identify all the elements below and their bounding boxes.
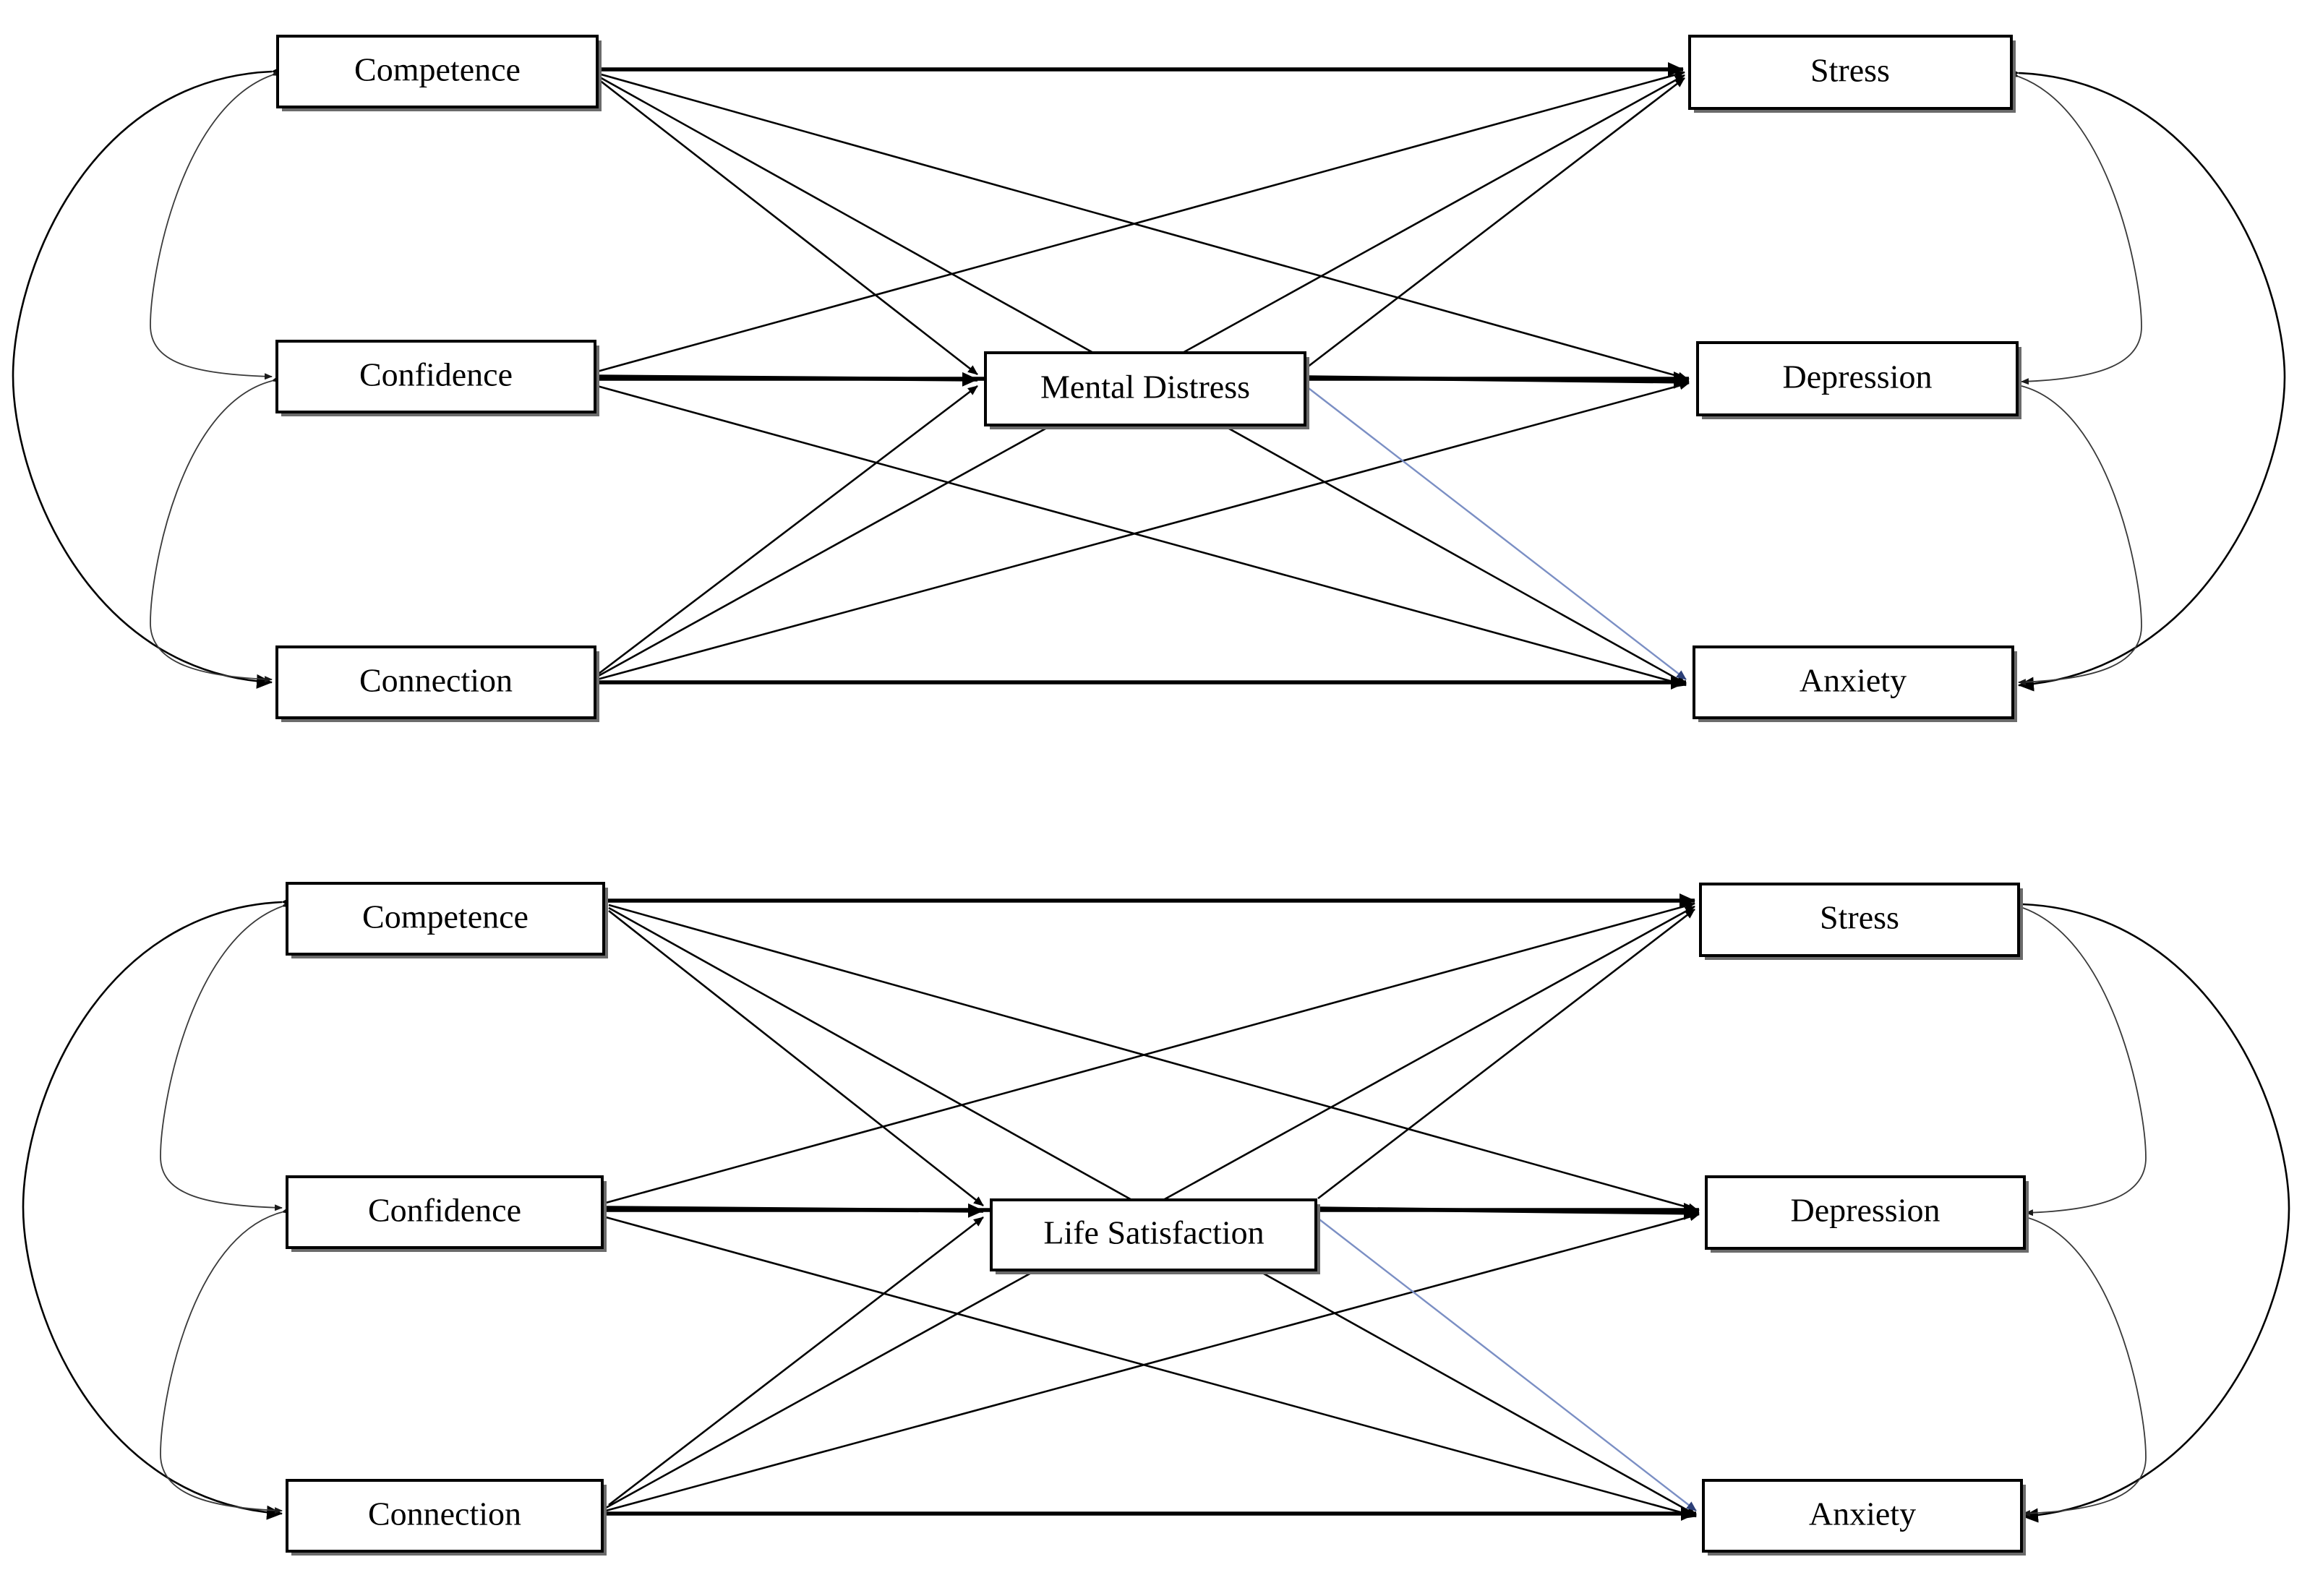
path-confidence-anxiety xyxy=(605,1216,1697,1519)
covariance-confidence-connection xyxy=(150,376,280,683)
path-competence-mediator xyxy=(608,909,984,1207)
node-depression[interactable]: Depression xyxy=(1705,1175,2029,1253)
path-connection-mediator xyxy=(608,1216,984,1506)
node-stress[interactable]: Stress xyxy=(1699,883,2023,960)
node-competence-label: Competence xyxy=(354,51,521,88)
node-anxiety-label: Anxiety xyxy=(1809,1496,1916,1532)
node-depression-label: Depression xyxy=(1783,359,1933,395)
covariance-competence-confidence xyxy=(160,901,290,1211)
covariance-stress-depression xyxy=(2011,71,2142,385)
panel-life-satisfaction: Competence Confidence Connection Life Sa… xyxy=(0,830,2302,1596)
path-confidence-anxiety xyxy=(596,385,1687,687)
node-confidence[interactable]: Confidence xyxy=(275,340,599,416)
covariance-depression-anxiety xyxy=(2014,381,2142,686)
node-depression[interactable]: Depression xyxy=(1696,341,2021,419)
node-confidence-box[interactable] xyxy=(286,1175,604,1249)
node-confidence-box[interactable] xyxy=(275,340,596,413)
node-stress-box[interactable] xyxy=(1688,35,2013,110)
path-connection-depression xyxy=(605,1212,1700,1512)
covariance-curves-right xyxy=(2007,896,2290,1523)
path-connection-depression xyxy=(596,381,1690,681)
path-competence-depression xyxy=(598,72,1688,381)
covariance-curves-left xyxy=(12,64,288,689)
path-mediator-stress xyxy=(1317,908,1695,1200)
path-confidence-stress xyxy=(596,70,1685,373)
panel-mental-distress: Competence Confidence Connection Mental … xyxy=(0,0,2302,766)
node-anxiety[interactable]: Anxiety xyxy=(1702,1479,2026,1556)
mediated-paths xyxy=(605,908,1700,1511)
panel-life-satisfaction-svg: Competence Confidence Connection Life Sa… xyxy=(22,882,2290,1556)
path-mediator-anxiety xyxy=(1305,385,1687,680)
path-mediator-stress xyxy=(1306,77,1685,369)
node-mental-distress-label: Mental Distress xyxy=(1040,369,1250,406)
node-connection-box[interactable] xyxy=(286,1479,604,1553)
node-competence-label: Competence xyxy=(362,898,529,935)
panel-mental-distress-svg: Competence Confidence Connection Mental … xyxy=(12,35,2286,722)
node-depression-box[interactable] xyxy=(1705,1175,2026,1250)
covariance-curves-right xyxy=(2003,65,2286,692)
node-confidence-label: Confidence xyxy=(359,356,513,393)
path-competence-depression xyxy=(608,904,1698,1212)
node-life-satisfaction-label: Life Satisfaction xyxy=(1043,1214,1264,1251)
node-stress-label: Stress xyxy=(1820,899,1899,936)
covariance-stress-anxiety xyxy=(2003,65,2286,692)
node-connection-label: Connection xyxy=(368,1496,521,1532)
node-connection[interactable]: Connection xyxy=(286,1479,607,1556)
covariance-competence-connection xyxy=(12,64,288,689)
path-mediator-anxiety xyxy=(1316,1217,1697,1511)
node-anxiety-box[interactable] xyxy=(1702,1479,2023,1553)
node-competence-box[interactable] xyxy=(286,882,605,956)
node-anxiety-box[interactable] xyxy=(1693,645,2014,719)
path-connection-mediator xyxy=(598,385,978,675)
node-mental-distress[interactable]: Mental Distress xyxy=(984,351,1309,429)
covariance-confidence-connection xyxy=(160,1207,290,1514)
covariance-depression-anxiety xyxy=(2018,1212,2147,1517)
covariance-curves-left xyxy=(22,894,298,1520)
node-connection-label: Connection xyxy=(359,662,513,699)
node-competence[interactable]: Competence xyxy=(276,35,602,111)
covariance-stress-anxiety xyxy=(2007,896,2290,1523)
node-depression-box[interactable] xyxy=(1696,341,2019,416)
path-mediator-depression xyxy=(1306,374,1690,389)
path-confidence-mediator xyxy=(596,372,978,387)
node-stress[interactable]: Stress xyxy=(1688,35,2016,113)
node-stress-label: Stress xyxy=(1810,52,1890,89)
node-anxiety[interactable]: Anxiety xyxy=(1693,645,2017,722)
node-life-satisfaction[interactable]: Life Satisfaction xyxy=(990,1198,1320,1274)
node-confidence-label: Confidence xyxy=(368,1192,521,1229)
path-confidence-stress xyxy=(605,901,1695,1204)
covariance-stress-depression xyxy=(2015,902,2147,1217)
node-life-satisfaction-box[interactable] xyxy=(990,1198,1317,1271)
path-mediator-depression xyxy=(1317,1205,1700,1220)
covariance-competence-connection xyxy=(22,894,298,1520)
node-confidence[interactable]: Confidence xyxy=(286,1175,607,1252)
mediated-paths xyxy=(596,77,1690,680)
node-competence[interactable]: Competence xyxy=(286,882,608,958)
node-connection-box[interactable] xyxy=(275,645,596,719)
node-anxiety-label: Anxiety xyxy=(1800,662,1907,699)
path-confidence-mediator xyxy=(605,1203,984,1218)
covariance-competence-confidence xyxy=(150,69,280,380)
node-connection[interactable]: Connection xyxy=(275,645,599,722)
node-mental-distress-box[interactable] xyxy=(984,351,1306,426)
node-stress-box[interactable] xyxy=(1699,883,2020,957)
path-competence-mediator xyxy=(598,78,978,376)
node-competence-box[interactable] xyxy=(276,35,599,108)
node-depression-label: Depression xyxy=(1791,1192,1941,1229)
